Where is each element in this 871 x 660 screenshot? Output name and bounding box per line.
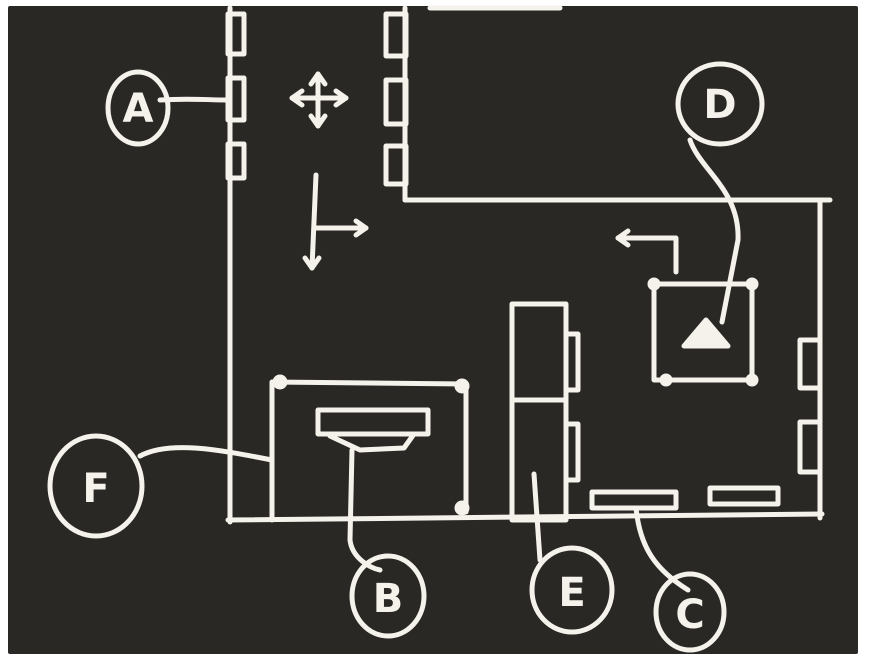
left-turn-arrow	[615, 235, 679, 275]
callout-b-label: B	[373, 576, 404, 622]
platform-box	[651, 281, 755, 383]
wall-shelf	[797, 419, 823, 475]
wall-shelf	[225, 11, 247, 57]
callout-d-platform	[647, 277, 759, 387]
wall-shelf	[797, 337, 823, 391]
room-bottom-wall	[225, 511, 825, 523]
callout-f-circle	[47, 433, 145, 539]
tray-lip	[327, 431, 417, 453]
circulation-arrows	[289, 71, 679, 275]
four-way-arrow	[289, 71, 349, 129]
counter-segment	[589, 489, 679, 511]
callout-c-counter	[589, 485, 781, 511]
wall-shelf	[225, 141, 247, 181]
tray	[315, 407, 431, 437]
callout-b-circle	[349, 553, 427, 639]
branch-arrow	[309, 172, 369, 271]
room-right-wall-shelves	[797, 337, 823, 475]
leader-f	[137, 445, 275, 463]
callout-c-circle	[653, 571, 727, 653]
counter-segment	[707, 485, 781, 507]
callout-circles	[47, 61, 765, 653]
wall-shelf	[225, 75, 247, 123]
tall-cabinet	[509, 301, 569, 523]
wall-shelf	[383, 77, 409, 127]
callout-e-cabinet	[509, 301, 581, 523]
wall-shelf	[383, 143, 409, 187]
leader-b	[347, 447, 383, 573]
callout-d-circle	[675, 61, 765, 147]
leader-e	[531, 471, 543, 563]
callout-c-label: C	[675, 592, 704, 638]
leader-d	[687, 137, 741, 325]
leader-a	[157, 96, 231, 103]
callout-e-circle	[529, 545, 615, 635]
wall-shelf	[383, 11, 409, 59]
corridor-wall-shelves	[383, 11, 409, 187]
platform-icon	[681, 317, 731, 349]
callout-d-label: D	[703, 82, 736, 128]
callout-b-tray	[315, 407, 431, 453]
callout-e-label: E	[558, 570, 585, 616]
leader-lines	[137, 96, 741, 593]
callout-a-shelves	[225, 11, 247, 181]
callout-f-label: F	[82, 466, 109, 512]
leader-c	[633, 505, 691, 593]
callout-a-circle	[105, 69, 171, 147]
callout-f-table	[269, 374, 470, 523]
callout-a-label: A	[123, 86, 154, 132]
